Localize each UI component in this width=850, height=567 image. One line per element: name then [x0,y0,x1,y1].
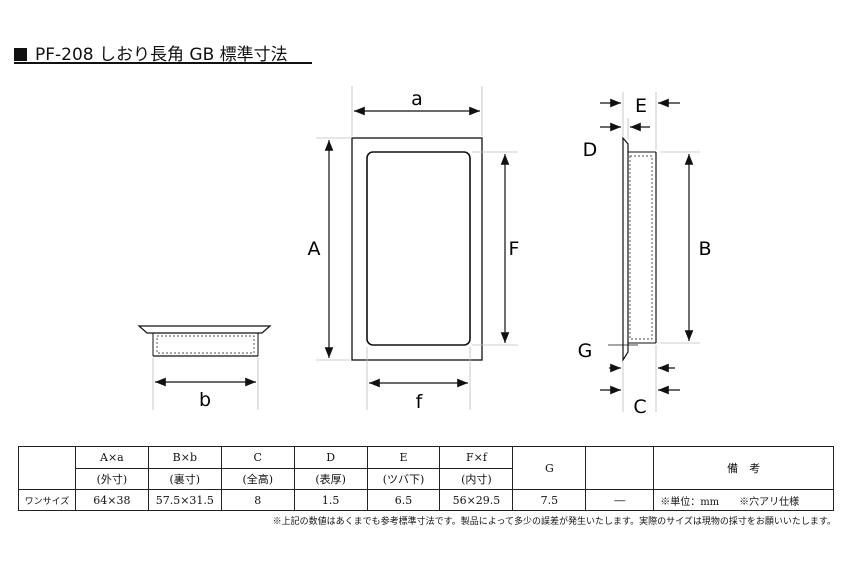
header-Aa-sub: (外寸) [74,468,149,490]
header-D: D [293,446,368,469]
value-Ff: 56×29.5 [439,489,514,511]
header-row-bottom: (外寸) (裏寸) (全高) (表厚) (ツバ下) (内寸) [19,468,834,490]
label-D: D [583,139,598,161]
label-F: F [509,238,520,260]
value-note: ※単位：mm ※穴アリ仕様 [653,489,834,511]
header-C: C [220,446,295,469]
header-Ff: F×f [439,446,514,469]
label-b: b [199,389,211,411]
title-text: PF-208 しおり長角 GB 標準寸法 [35,45,288,65]
header-C-sub: (全高) [220,468,295,490]
bottom-view [137,325,272,410]
header-Bb: B×b [147,446,222,469]
label-a: a [411,88,423,110]
inner-recess [366,151,471,346]
flange-outline [137,325,272,334]
value-E: 6.5 [366,489,441,511]
title-underline [14,62,312,64]
header-empty [18,446,76,490]
label-f: f [416,391,424,413]
label-A: A [308,238,321,260]
footnote: ※上記の数値はあくまでも参考標準寸法です。製品によって多少の誤差が発生いたします… [272,517,836,527]
table-row: ワンサイズ 64×38 57.5×31.5 8 1.5 6.5 56×29.5 … [18,489,834,511]
header-E: E [366,446,441,469]
row-label: ワンサイズ [18,489,76,511]
front-view [316,86,518,410]
value-Aa: 64×38 [74,489,149,511]
side-flange [622,136,629,363]
header-Ff-sub: (内寸) [439,468,514,490]
header-row-top: A×a B×b C D E F×f G 備 考 [18,446,834,490]
label-G: G [578,340,593,362]
label-B: B [698,238,711,260]
value-Bb: 57.5×31.5 [147,489,222,511]
value-G: 7.5 [512,489,587,511]
label-E: E [635,95,647,117]
title-square-icon [14,48,27,61]
value-D: 1.5 [293,489,368,511]
header-note: 備 考 [653,446,834,490]
value-C: 8 [220,489,295,511]
side-view [600,92,700,412]
header-D-sub: (表厚) [293,468,368,490]
header-E-sub: (ツバ下) [366,468,441,490]
label-C: C [633,396,646,418]
header-blank [585,446,655,490]
outer-plate [351,137,483,361]
header-G: G [512,446,587,490]
spec-table: A×a B×b C D E F×f G 備 考 (外寸) (裏寸) (全高) (… [18,446,834,511]
side-recess-dashed [629,155,653,340]
page-title: PF-208 しおり長角 GB 標準寸法 [14,40,288,65]
recess-dashed [156,335,255,354]
header-Aa: A×a [74,446,149,469]
header-Bb-sub: (裏寸) [147,468,222,490]
value-dash: ― [585,489,655,511]
